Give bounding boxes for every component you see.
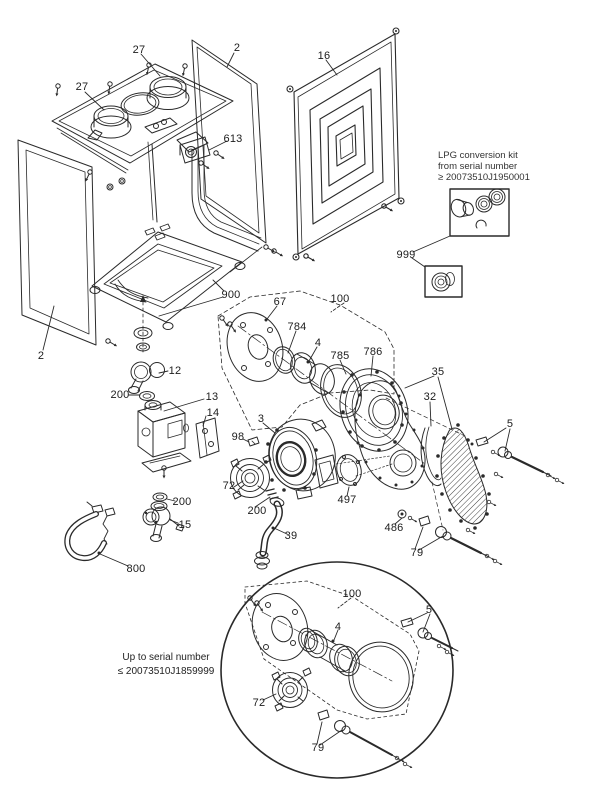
cable-800 bbox=[64, 501, 116, 562]
part-label-786: 786 bbox=[363, 346, 383, 358]
hose-39 bbox=[254, 497, 285, 570]
part-label-999: 999 bbox=[396, 249, 416, 261]
part-label-900: 900 bbox=[221, 289, 241, 301]
serial-range-note: Up to serial number ≤ 20073510J1859999 bbox=[100, 651, 232, 678]
lpg-kit-999 bbox=[424, 188, 510, 298]
part-label-12: 12 bbox=[168, 365, 182, 377]
part-label-100-detail: 100 bbox=[342, 588, 362, 600]
part-label-79-main: 79 bbox=[410, 547, 424, 559]
lpg-conversion-note: LPG conversion kit from serial number ≥ … bbox=[438, 150, 578, 183]
serial-note-line1: Up to serial number bbox=[122, 652, 210, 663]
part-label-72-main: 72 bbox=[222, 480, 236, 492]
part-label-2-right-panel: 2 bbox=[233, 42, 241, 54]
part-label-200-valve: 200 bbox=[172, 496, 192, 508]
base-frame-900 bbox=[89, 231, 246, 353]
part-label-32: 32 bbox=[423, 391, 437, 403]
part-label-98: 98 bbox=[231, 431, 245, 443]
left-side-panel bbox=[17, 139, 119, 349]
part-label-497: 497 bbox=[337, 494, 357, 506]
electrode-5-main bbox=[470, 436, 566, 486]
part-label-72-detail: 72 bbox=[252, 697, 266, 709]
part-label-27-left-cap: 27 bbox=[75, 81, 89, 93]
gas-valve-13 bbox=[137, 400, 189, 458]
valve-15 bbox=[142, 492, 185, 542]
control-box-613 bbox=[176, 131, 227, 172]
part-label-14: 14 bbox=[206, 407, 220, 419]
part-label-15: 15 bbox=[178, 519, 192, 531]
part-label-4-main: 4 bbox=[314, 337, 322, 349]
serial-note-line2: ≤ 20073510J1859999 bbox=[117, 665, 215, 677]
part-label-784: 784 bbox=[287, 321, 307, 333]
lpg-note-line1: LPG conversion kit bbox=[438, 150, 518, 161]
front-panel bbox=[286, 27, 405, 264]
part-label-486: 486 bbox=[384, 522, 404, 534]
hx-cover-35 bbox=[435, 423, 505, 536]
part-label-200-fan: 200 bbox=[247, 505, 267, 517]
lpg-note-line3: ≥ 20073510J1950001 bbox=[438, 171, 530, 183]
gasket-ring-784 bbox=[272, 346, 296, 374]
part-label-613: 613 bbox=[223, 133, 243, 145]
burner-plate-67 bbox=[218, 312, 284, 382]
part-label-800: 800 bbox=[126, 563, 146, 575]
part-label-5-main: 5 bbox=[506, 418, 514, 430]
part-label-3: 3 bbox=[257, 413, 265, 425]
fan-housing-786 bbox=[339, 368, 409, 452]
part-label-16-front-panel: 16 bbox=[317, 50, 331, 62]
gasket-set-497 bbox=[314, 454, 393, 489]
elbow-fitting-12 bbox=[128, 361, 165, 401]
right-side-panel bbox=[191, 39, 285, 259]
heat-exchanger-door bbox=[354, 380, 466, 531]
lpg-note-line2: from serial number bbox=[438, 160, 518, 172]
mounting-plate bbox=[141, 452, 192, 479]
part-label-200-drain: 200 bbox=[110, 389, 130, 401]
part-label-79-detail: 79 bbox=[311, 742, 325, 754]
part-label-2-left-panel: 2 bbox=[37, 350, 45, 362]
fan-3 bbox=[264, 418, 336, 500]
bracket-14 bbox=[195, 417, 220, 459]
part-label-5-detail: 5 bbox=[425, 604, 433, 616]
part-label-27-right-cap: 27 bbox=[132, 44, 146, 56]
clip-98 bbox=[247, 436, 260, 447]
part-label-39: 39 bbox=[284, 530, 298, 542]
part-label-4-detail: 4 bbox=[334, 621, 342, 633]
sensor-79-main bbox=[418, 515, 504, 567]
cabinet-frame bbox=[83, 141, 263, 273]
part-label-13: 13 bbox=[205, 391, 219, 403]
part-label-35: 35 bbox=[431, 366, 445, 378]
ring-785 bbox=[320, 364, 362, 418]
burner-tube-4 bbox=[290, 352, 335, 395]
fan-inlet-72 bbox=[230, 454, 279, 500]
hx-gasket-32 bbox=[420, 426, 442, 487]
leader-lines bbox=[42, 52, 511, 746]
top-panel bbox=[51, 61, 234, 174]
part-label-785: 785 bbox=[330, 350, 350, 362]
detail-circle-old-version bbox=[220, 561, 459, 779]
part-label-100-main: 100 bbox=[330, 293, 350, 305]
part-label-67: 67 bbox=[273, 296, 287, 308]
